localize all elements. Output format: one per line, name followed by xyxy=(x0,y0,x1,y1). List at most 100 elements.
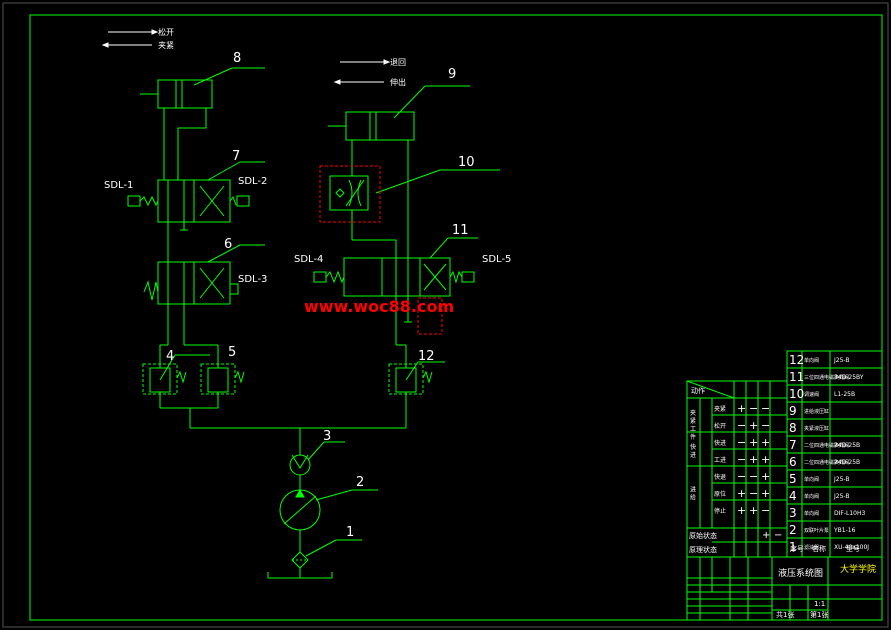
parts-row-model: J25-B xyxy=(833,357,849,364)
parts-row-no: 11 xyxy=(789,370,804,384)
action-group-char: 件 xyxy=(690,433,696,441)
solenoid-sdl5: SDL-5 xyxy=(482,254,511,265)
legend xyxy=(101,29,391,85)
legend-work: 伸出 xyxy=(390,77,406,87)
school-name: 大学学院 xyxy=(840,563,876,575)
parts-row-no: 4 xyxy=(789,489,797,503)
parts-row-model: 24D-25B xyxy=(834,442,860,449)
action-row-label: 夹紧 xyxy=(714,405,726,413)
valve-6 xyxy=(193,261,231,305)
parts-header-model: 型号 xyxy=(846,544,860,553)
parts-row-model: 34D-25BY xyxy=(834,374,864,381)
action-group-char: 夹 xyxy=(690,409,696,417)
parts-row-name: 调速阀 xyxy=(804,391,819,398)
action-row-label: 停止 xyxy=(714,507,726,515)
action-mark: − xyxy=(749,402,758,415)
parts-row-model: XU-40x100J xyxy=(834,544,869,551)
action-mark: + xyxy=(749,453,758,466)
action-mark: − xyxy=(749,470,758,483)
action-group-char: 进 xyxy=(690,486,696,494)
sheet-count: 共1张 xyxy=(776,610,794,619)
parts-row-no: 5 xyxy=(789,472,797,486)
action-group-char: 紧 xyxy=(690,417,696,425)
action-mark: + xyxy=(749,504,758,517)
action-table: 夹紧+−−松开−+−夹紧工件快进−++工进−++快进快退−−+原位+−+停止++… xyxy=(690,402,782,541)
action-row-label: 松开 xyxy=(714,422,726,430)
action-mark: − xyxy=(737,419,746,432)
parts-row-name: 单向阀 xyxy=(804,476,819,483)
parts-row-name: 进给液压缸 xyxy=(804,408,829,415)
parts-row-name: 三位四通电磁换向阀 xyxy=(804,374,849,381)
solenoid-sdl4: SDL-4 xyxy=(294,254,323,265)
parts-row-no: 1 xyxy=(789,540,797,554)
label-7: 7 xyxy=(232,149,240,164)
action-footer-2: 原理状态 xyxy=(689,545,717,554)
label-10: 10 xyxy=(458,155,475,170)
parts-row-no: 9 xyxy=(789,404,797,418)
parts-header-name: 名称 xyxy=(812,544,826,553)
legend-return: 退回 xyxy=(390,58,406,67)
parts-row-model: J25-B xyxy=(833,476,849,483)
action-group-char: 给 xyxy=(690,494,696,502)
action-mark: + xyxy=(737,504,746,517)
label-11: 11 xyxy=(452,223,469,238)
action-mark: − xyxy=(737,436,746,449)
action-footer-mark: − xyxy=(774,530,782,541)
parts-row-name: 单向阀 xyxy=(804,493,819,500)
parts-row-model: J25-B xyxy=(833,493,849,500)
parts-header-no: 序号 xyxy=(790,544,804,553)
action-mark: − xyxy=(761,402,770,415)
action-mark: + xyxy=(737,402,746,415)
parts-row-name: 单向阀 xyxy=(804,510,819,517)
selection-highlight-11 xyxy=(417,297,443,335)
scale: 1:1 xyxy=(814,600,825,608)
action-row-label: 快退 xyxy=(714,473,726,481)
action-footer-mark: + xyxy=(762,530,770,541)
table-grid xyxy=(686,350,883,621)
label-9: 9 xyxy=(448,67,456,82)
label-2: 2 xyxy=(356,475,364,490)
label-8: 8 xyxy=(233,51,241,66)
action-group-char: 工 xyxy=(690,426,696,433)
action-mark: − xyxy=(761,504,770,517)
parts-row-no: 6 xyxy=(789,455,797,469)
circuit xyxy=(127,67,500,579)
action-mark: − xyxy=(737,453,746,466)
parts-row-name: 滤油器 xyxy=(804,544,819,551)
solenoid-sdl1: SDL-1 xyxy=(104,180,133,191)
selection-highlight-10 xyxy=(319,165,381,223)
legend-hold: 夹紧 xyxy=(158,40,174,50)
parts-row-name: 夹紧液压缸 xyxy=(804,425,829,432)
parts-row-name: 单向阀 xyxy=(804,357,819,364)
action-mark: + xyxy=(761,487,770,500)
parts-row-model: DIF-L10H3 xyxy=(834,510,865,517)
label-3: 3 xyxy=(323,429,331,444)
parts-row-name: 双联叶片泵 xyxy=(804,527,829,534)
action-row-label: 快进 xyxy=(714,439,726,447)
action-group-char: 进 xyxy=(690,451,696,459)
action-footer-1: 原始状态 xyxy=(689,531,717,540)
label-4: 4 xyxy=(166,349,174,364)
action-mark: − xyxy=(749,487,758,500)
action-mark: − xyxy=(761,419,770,432)
parts-row-name: 二位四通电磁换向阀 xyxy=(804,459,849,466)
parts-row-model: L1-25B xyxy=(834,391,855,398)
action-group-char: 快 xyxy=(690,443,696,451)
action-mark: + xyxy=(749,436,758,449)
parts-row-model: YB1-16 xyxy=(833,527,856,534)
label-12: 12 xyxy=(418,349,435,364)
parts-row-no: 10 xyxy=(789,387,804,401)
action-mark: + xyxy=(761,453,770,466)
parts-row-no: 3 xyxy=(789,506,797,520)
action-mark: + xyxy=(737,487,746,500)
watermark: www.woc88.com xyxy=(304,297,454,316)
solenoid-sdl3: SDL-3 xyxy=(238,274,267,285)
parts-row-model: 24D-25B xyxy=(834,459,860,466)
parts-row-no: 12 xyxy=(789,353,804,367)
legend-release: 松开 xyxy=(158,27,174,37)
parts-row-no: 2 xyxy=(789,523,797,537)
